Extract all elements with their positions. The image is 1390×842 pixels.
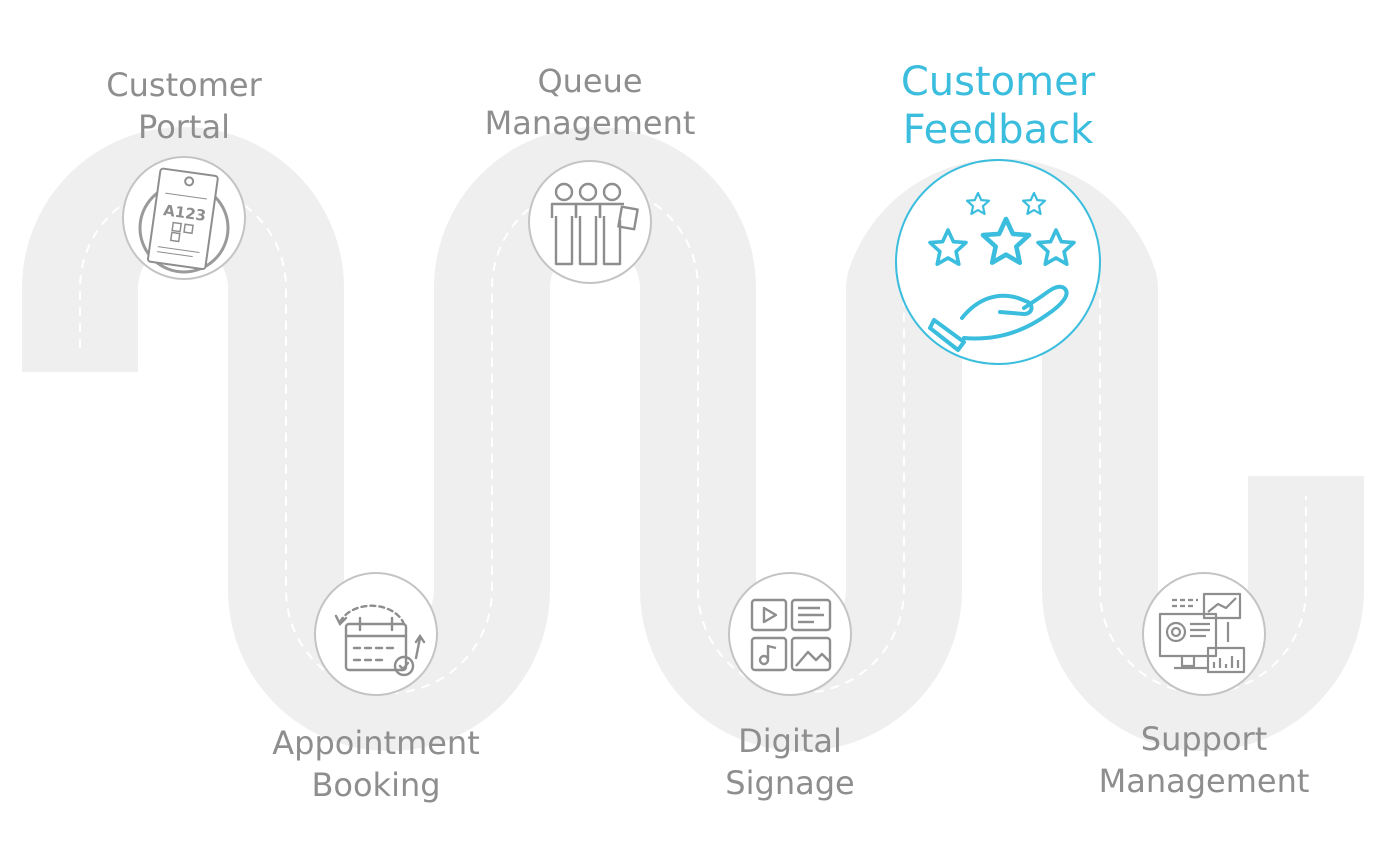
road-center-dashes <box>79 184 1307 694</box>
step-support-management-node[interactable] <box>1142 572 1266 696</box>
step-appointment-booking-line2: Booking <box>311 766 441 804</box>
step-customer-portal-line1: Customer <box>106 66 262 104</box>
step-appointment-booking-label: Appointment Booking <box>256 722 496 806</box>
monitor-dashboard-icon <box>1158 592 1246 674</box>
step-queue-management-label: Queue Management <box>470 60 710 144</box>
step-queue-management-line1: Queue <box>537 62 643 100</box>
step-support-management-label: Support Management <box>1082 718 1326 802</box>
people-queue-icon <box>550 182 639 266</box>
step-customer-feedback-line2: Feedback <box>902 107 1094 153</box>
step-digital-signage-line1: Digital <box>738 722 842 760</box>
ticket-number: A123 <box>162 201 207 225</box>
step-customer-feedback-label: Customer Feedback <box>868 58 1128 154</box>
step-queue-management-line2: Management <box>484 104 696 142</box>
step-support-management-line1: Support <box>1140 720 1268 758</box>
media-signage-icon <box>750 598 832 672</box>
step-customer-feedback-line1: Customer <box>900 59 1096 105</box>
ticket-icon: A123 <box>138 167 230 274</box>
road-band <box>22 127 1364 751</box>
calendar-icon <box>334 604 426 677</box>
step-support-management-line2: Management <box>1098 762 1310 800</box>
step-queue-management-node[interactable] <box>528 160 652 284</box>
step-digital-signage-label: Digital Signage <box>690 720 890 804</box>
step-appointment-booking-line1: Appointment <box>272 724 480 762</box>
step-appointment-booking-node[interactable] <box>314 572 438 696</box>
step-digital-signage-node[interactable] <box>728 572 852 696</box>
step-customer-portal-label: Customer Portal <box>84 64 284 148</box>
stars-hand-icon <box>928 191 1076 352</box>
step-customer-portal-line2: Portal <box>138 108 230 146</box>
step-customer-feedback-node[interactable] <box>895 159 1101 365</box>
step-digital-signage-line2: Signage <box>725 764 855 802</box>
step-customer-portal-node[interactable]: A123 <box>122 156 246 280</box>
